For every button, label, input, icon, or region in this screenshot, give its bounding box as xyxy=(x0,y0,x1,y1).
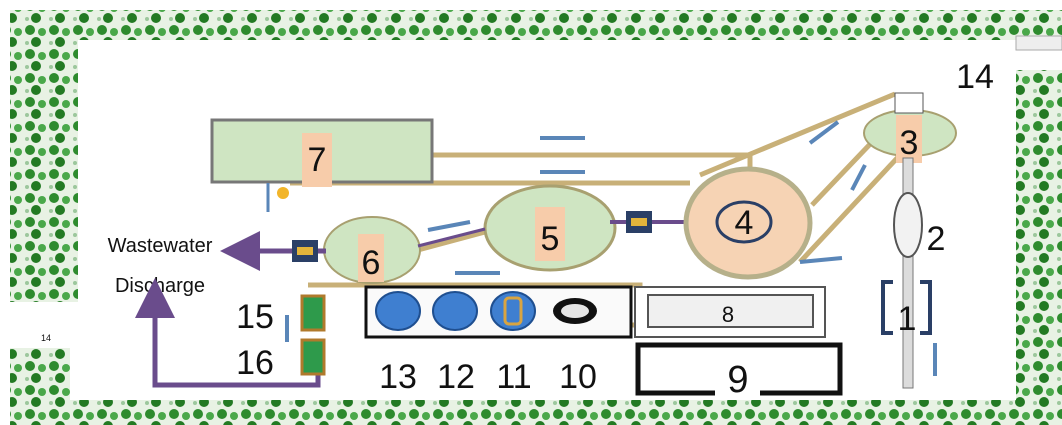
tank-5-label: 5 xyxy=(541,220,560,258)
return-discharge-pipe xyxy=(135,278,321,388)
tank-6-label: 6 xyxy=(362,244,381,282)
tank-4-inner-ring xyxy=(715,200,773,244)
label-11: 11 xyxy=(496,358,531,396)
unit-2 xyxy=(893,192,923,258)
hedge-border xyxy=(10,10,1062,425)
unit-9-label: 9 xyxy=(727,359,748,401)
unit-1-label: 1 xyxy=(898,300,917,338)
label-12: 12 xyxy=(437,358,475,396)
inlet-channel xyxy=(902,157,914,389)
tank-4 xyxy=(683,166,813,280)
inlet-box-14 xyxy=(894,92,924,114)
tank-4-label: 4 xyxy=(735,204,754,242)
unit-2-label: 2 xyxy=(927,220,946,258)
valve-icon xyxy=(277,187,289,199)
filter-12 xyxy=(432,291,478,331)
unit-8 xyxy=(647,294,814,328)
filter-15-label: 15 xyxy=(236,298,274,336)
unit-1-bracket xyxy=(881,280,932,335)
filter-16 xyxy=(300,338,326,376)
label-14-small: 14 xyxy=(41,333,51,343)
label-10: 10 xyxy=(559,358,597,396)
unit-9 xyxy=(635,342,843,396)
flow-arrows xyxy=(285,120,937,376)
filter-11 xyxy=(490,291,536,331)
label-14-top: 14 xyxy=(956,58,994,96)
filter-16-label: 16 xyxy=(236,344,274,382)
filter-15 xyxy=(300,294,326,332)
filter-13 xyxy=(375,291,421,331)
wastewater-label-2: Discharge xyxy=(115,275,205,297)
wastewater-label-1: Wastewater xyxy=(108,235,213,257)
tank-7-label: 7 xyxy=(308,141,327,179)
tank-3-label: 3 xyxy=(900,124,919,162)
unit-8-label: 8 xyxy=(722,302,734,327)
label-13: 13 xyxy=(379,358,417,396)
tank-7-label-bg xyxy=(302,133,332,187)
